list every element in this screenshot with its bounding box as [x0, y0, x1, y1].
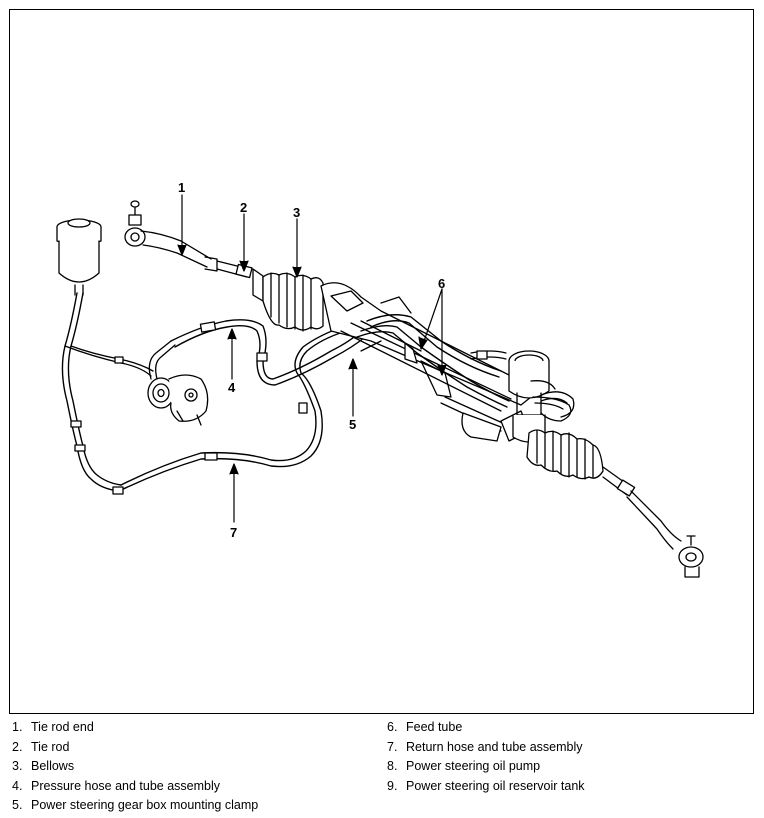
left-bellows — [252, 268, 324, 332]
callout-7: 7 — [230, 525, 237, 540]
callout-1: 1 — [178, 180, 185, 195]
diagram-frame: 1 2 3 4 5 6 7 — [9, 9, 754, 714]
legend-item: 2.Tie rod — [12, 739, 70, 754]
legend-item: 5.Power steering gear box mounting clamp — [12, 798, 259, 813]
legend-column-left: 1.Tie rod end 2.Tie rod 3.Bellows 4.Pres… — [12, 718, 258, 816]
return-tube — [112, 325, 347, 495]
callout-3: 3 — [293, 205, 300, 220]
oil-pump — [147, 340, 209, 426]
legend-item: 9.Power steering oil reservoir tank — [387, 778, 585, 793]
callout-5: 5 — [349, 417, 356, 432]
legend-column-right: 6.Feed tube 7.Return hose and tube assem… — [387, 718, 585, 796]
power-steering-diagram: 1 2 3 4 5 6 7 — [56, 180, 704, 578]
legend-item: 7.Return hose and tube assembly — [387, 739, 583, 754]
callout-6: 6 — [438, 276, 445, 291]
legend-item: 1.Tie rod end — [12, 720, 94, 734]
valve-body — [508, 350, 572, 443]
right-tie-rod — [602, 466, 704, 578]
callout-leaders — [177, 194, 447, 523]
reservoir-tank — [56, 218, 102, 296]
right-bellows — [526, 429, 604, 480]
legend-item: 3.Bellows — [12, 759, 75, 774]
legend-item: 4.Pressure hose and tube assembly — [12, 778, 220, 793]
pressure-hose — [170, 319, 366, 386]
legend-item: 8.Power steering oil pump — [387, 759, 541, 774]
left-tie-rod — [124, 200, 253, 279]
legend: 1.Tie rod end 2.Tie rod 3.Bellows 4.Pres… — [12, 718, 752, 814]
callout-numbers: 1 2 3 4 5 6 7 — [178, 180, 445, 540]
hose-loop — [540, 391, 575, 418]
return-hose — [61, 292, 154, 492]
callout-4: 4 — [228, 380, 236, 395]
legend-item: 6.Feed tube — [387, 720, 463, 734]
callout-2: 2 — [240, 200, 247, 215]
